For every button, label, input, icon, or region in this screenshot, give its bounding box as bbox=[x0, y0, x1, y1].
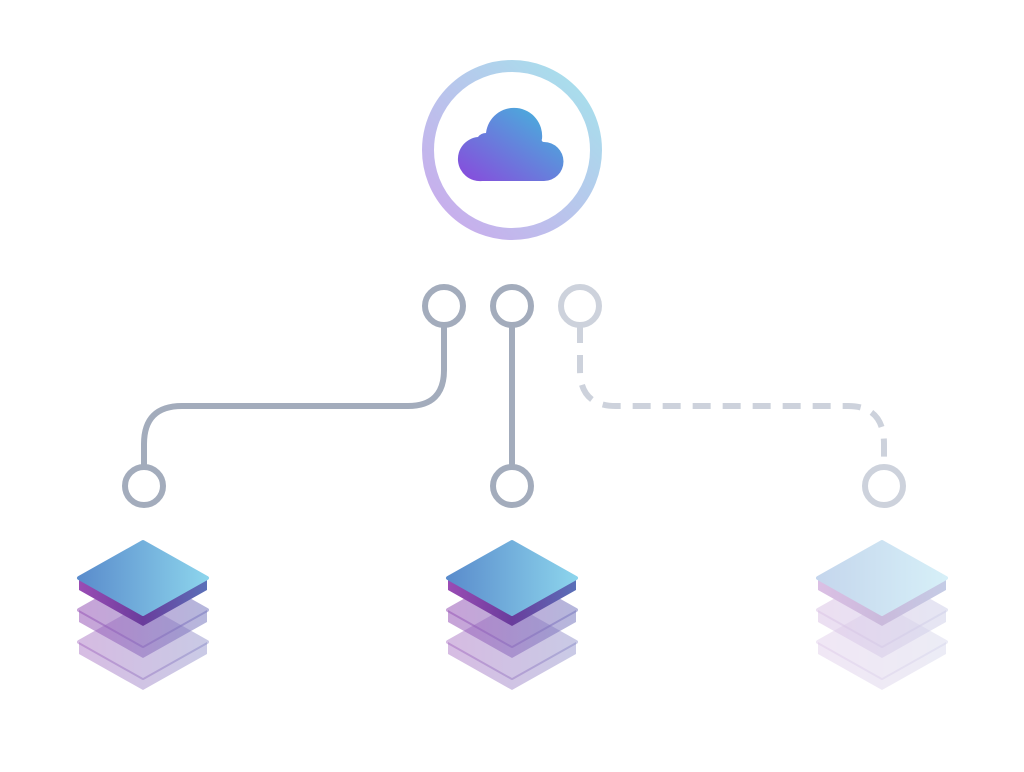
stack-layer-3-side bbox=[818, 642, 946, 690]
cloud-hub bbox=[422, 60, 602, 240]
cloud-icon bbox=[457, 107, 564, 182]
stack-layer-2-side bbox=[79, 610, 207, 658]
stack-layer-2-side bbox=[448, 610, 576, 658]
hub-ring bbox=[422, 60, 602, 240]
stack-layer-1-top bbox=[77, 540, 209, 616]
port-right bbox=[558, 284, 602, 328]
link-left bbox=[141, 325, 447, 467]
endpoint-center bbox=[490, 464, 534, 508]
stack-layer-1-side bbox=[818, 578, 946, 626]
stack-layer-1-side bbox=[448, 578, 576, 626]
port-center bbox=[490, 284, 534, 328]
database-stack-icon bbox=[816, 540, 948, 690]
link-right-dashed bbox=[577, 325, 887, 467]
stack-layer-1-top bbox=[816, 540, 948, 616]
stack-layer-1-top bbox=[446, 540, 578, 616]
database-stack-icon bbox=[446, 540, 578, 690]
port-left bbox=[422, 284, 466, 328]
endpoint-left bbox=[122, 464, 166, 508]
stack-layer-3-side bbox=[79, 642, 207, 690]
stack-layer-3-side bbox=[448, 642, 576, 690]
stack-layer-1-side bbox=[79, 578, 207, 626]
stack-layer-2-side bbox=[818, 610, 946, 658]
database-stack-icon bbox=[77, 540, 209, 690]
endpoint-right bbox=[862, 464, 906, 508]
